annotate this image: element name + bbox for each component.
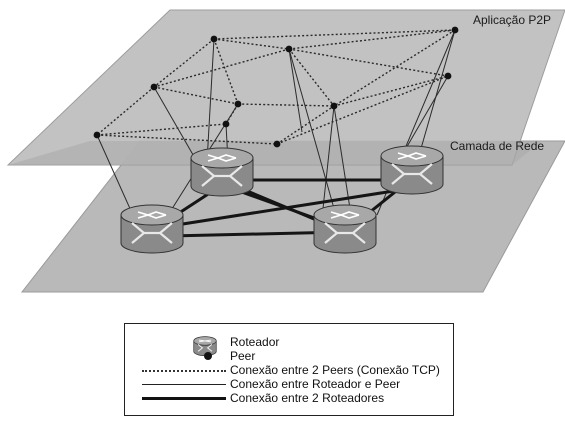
legend-router-peer-row: Conexão entre Roteador e Peer [125,377,453,391]
legend-router-label: Roteador [230,335,280,349]
peer-dot-icon [451,26,459,34]
legend-peer-row: Peer [125,349,453,363]
peer-dot-icon [222,120,230,128]
thin-line-icon [142,384,226,385]
peer-dot-icon [150,83,158,91]
network-diagram: Aplicação P2P Camada de Rede [6,9,565,293]
router-icon [379,144,445,196]
legend-router-link-row: Conexão entre 2 Roteadores [125,391,453,405]
legend-router-link-label: Conexão entre 2 Roteadores [230,391,385,405]
peer-dot-icon [444,72,452,80]
router-icon [119,203,185,255]
legend-router-row: Roteador [125,335,453,356]
thick-line-icon [142,397,226,400]
legend-peer-label: Peer [230,349,256,363]
peer-dot-icon [204,352,212,360]
peers [93,26,459,148]
legend-peer-link-label: Conexão entre 2 Peers (Conexão TCP) [230,363,440,377]
legend-peer-link-row: Conexão entre 2 Peers (Conexão TCP) [125,363,453,377]
router-icon [193,336,217,356]
router-icon [312,203,378,255]
peer-dot-icon [210,35,218,43]
peer-connections [96,29,456,145]
p2p-layer-label: Aplicação P2P [473,13,551,27]
peer-dot-icon [234,100,242,108]
peer-dot-icon [285,45,293,53]
dotted-line-icon [142,370,226,372]
peer-dot-icon [330,102,338,110]
peer-dot-icon [273,140,281,148]
legend: Roteador Peer Conexão entre 2 Peers (Con… [124,323,454,416]
peer-dot-icon [93,131,101,139]
network-layer-label: Camada de Rede [450,139,544,153]
router-icon [189,146,255,198]
legend-router-peer-label: Conexão entre Roteador e Peer [230,377,401,391]
